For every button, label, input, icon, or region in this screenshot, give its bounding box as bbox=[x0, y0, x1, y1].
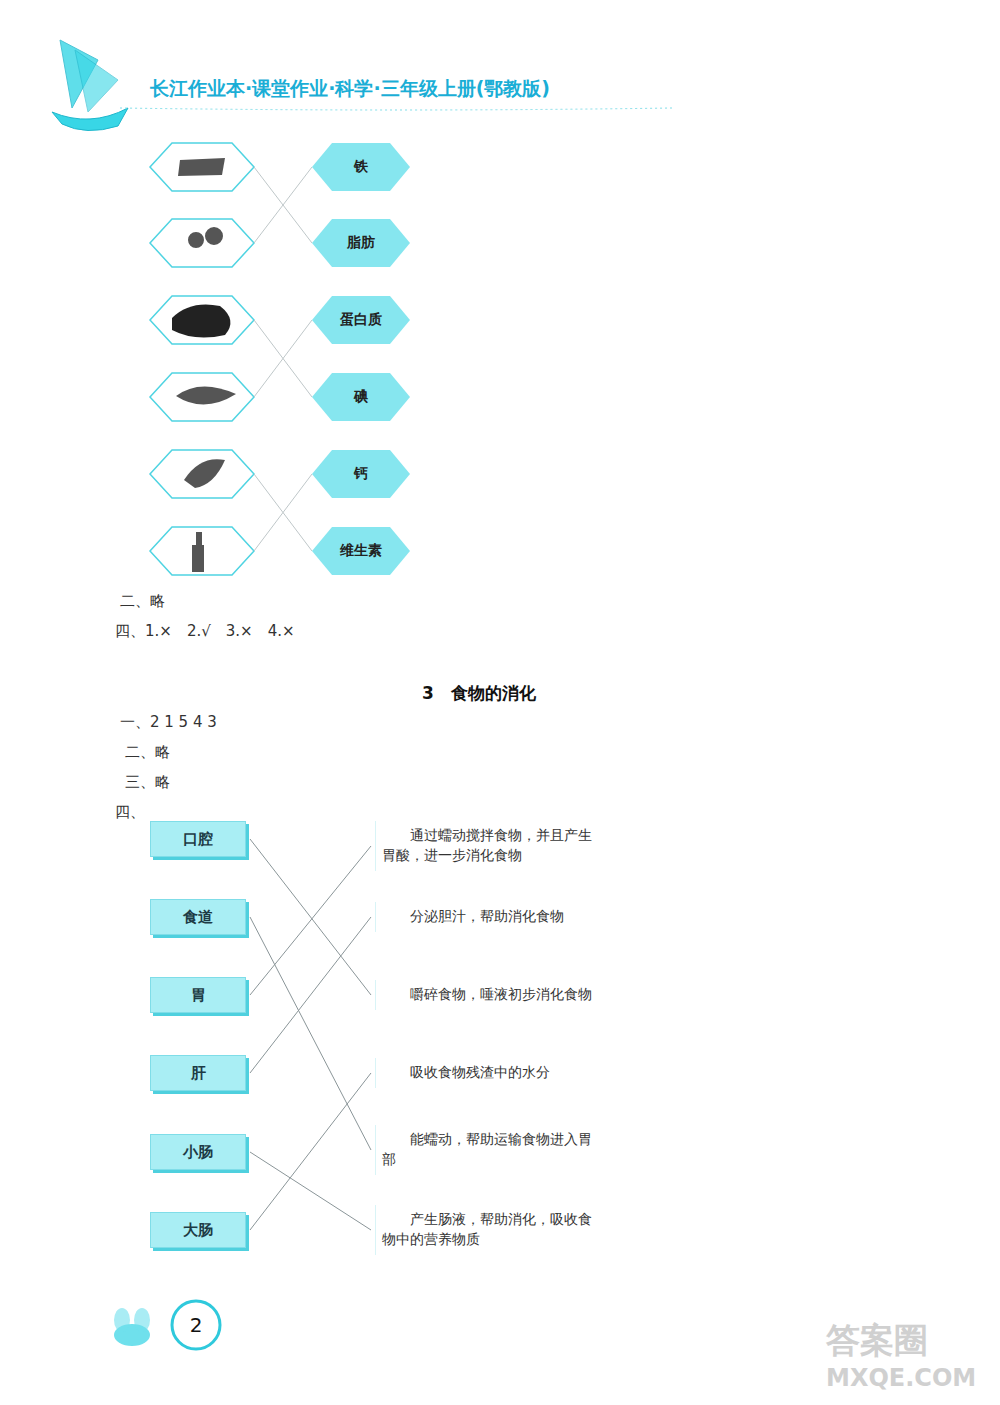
answer-line: 一、2 1 5 4 3 bbox=[120, 713, 217, 732]
food-picture bbox=[192, 532, 204, 572]
nutrient-hexagon: 维生素 bbox=[312, 527, 410, 575]
bee-icon bbox=[114, 1308, 150, 1346]
answer-line: 四、 bbox=[115, 803, 145, 822]
organ-box: 小肠 bbox=[150, 1134, 246, 1170]
food-picture bbox=[172, 305, 230, 338]
node-label: 食道 bbox=[183, 908, 213, 927]
node-label: 肝 bbox=[191, 1064, 206, 1083]
match-line bbox=[250, 839, 371, 995]
food-picture bbox=[178, 158, 225, 176]
node-label: 小肠 bbox=[183, 1143, 213, 1162]
header-rule bbox=[120, 108, 672, 110]
function-text-box: 嚼碎食物，唾液初步消化食物 bbox=[375, 980, 600, 1010]
nutrient-hexagon: 钙 bbox=[312, 450, 410, 498]
nutrient-hexagon: 碘 bbox=[312, 373, 410, 421]
food-hexagon bbox=[150, 296, 254, 344]
match-line bbox=[250, 917, 371, 1150]
node-label: 钙 bbox=[354, 465, 368, 483]
nutrient-hexagon: 脂肪 bbox=[312, 219, 410, 267]
watermark: MXQE.COM bbox=[826, 1364, 976, 1392]
food-picture bbox=[184, 459, 225, 488]
function-text-box: 能蠕动，帮助运输食物进入胃部 bbox=[375, 1125, 600, 1176]
nutrient-hexagon: 蛋白质 bbox=[312, 296, 410, 344]
node-label: 铁 bbox=[354, 158, 368, 176]
function-text: 吸收食物残渣中的水分 bbox=[382, 1062, 550, 1082]
logo bbox=[52, 40, 128, 131]
food-leader-lines bbox=[254, 167, 312, 551]
section-heading: 3 食物的消化 bbox=[422, 682, 536, 705]
node-label: 胃 bbox=[191, 986, 206, 1005]
food-hexagon bbox=[150, 143, 254, 191]
page-circle bbox=[172, 1301, 220, 1349]
organ-box: 肝 bbox=[150, 1055, 246, 1091]
node-label: 蛋白质 bbox=[340, 311, 382, 329]
node-label: 脂肪 bbox=[347, 234, 375, 252]
function-text-box: 吸收食物残渣中的水分 bbox=[375, 1058, 600, 1088]
watermark: 答案圈 bbox=[826, 1318, 928, 1364]
function-text-box: 分泌胆汁，帮助消化食物 bbox=[375, 902, 600, 932]
function-text: 嚼碎食物，唾液初步消化食物 bbox=[382, 984, 592, 1004]
match-line bbox=[250, 1073, 371, 1230]
organ-box: 口腔 bbox=[150, 821, 246, 857]
food-picture bbox=[176, 386, 236, 404]
food-pictures bbox=[150, 143, 254, 575]
function-text-box: 产生肠液，帮助消化，吸收食物中的营养物质 bbox=[375, 1205, 600, 1256]
header-title: 长江作业本·课堂作业·科学·三年级上册(鄂教版) bbox=[150, 76, 550, 102]
page-number: 2 bbox=[190, 1313, 203, 1337]
nutrient-hexagon: 铁 bbox=[312, 143, 410, 191]
function-text-box: 通过蠕动搅拌食物，并且产生胃酸，进一步消化食物 bbox=[375, 821, 600, 872]
food-hexagon bbox=[150, 527, 254, 575]
match-line bbox=[250, 917, 371, 1073]
answer-line: 二、略 bbox=[125, 743, 170, 762]
answer-line: 三、略 bbox=[125, 773, 170, 792]
answer-line: 二、略 bbox=[120, 592, 165, 611]
node-label: 口腔 bbox=[183, 830, 213, 849]
function-text: 分泌胆汁，帮助消化食物 bbox=[382, 906, 564, 926]
function-text: 能蠕动，帮助运输食物进入胃部 bbox=[382, 1129, 594, 1170]
node-label: 碘 bbox=[354, 388, 368, 406]
food-picture bbox=[188, 227, 223, 248]
organ-box: 胃 bbox=[150, 977, 246, 1013]
organ-box: 大肠 bbox=[150, 1212, 246, 1248]
node-label: 维生素 bbox=[340, 542, 382, 560]
food-hexagon bbox=[150, 219, 254, 267]
answer-line: 四、1.× 2.√ 3.× 4.× bbox=[115, 622, 295, 641]
function-text: 通过蠕动搅拌食物，并且产生胃酸，进一步消化食物 bbox=[382, 825, 594, 866]
organ-box: 食道 bbox=[150, 899, 246, 935]
node-label: 大肠 bbox=[183, 1221, 213, 1240]
function-text: 产生肠液，帮助消化，吸收食物中的营养物质 bbox=[382, 1209, 594, 1250]
match-line bbox=[250, 846, 371, 995]
food-hexagon bbox=[150, 450, 254, 498]
food-hexagon bbox=[150, 373, 254, 421]
match-line bbox=[250, 1152, 371, 1230]
